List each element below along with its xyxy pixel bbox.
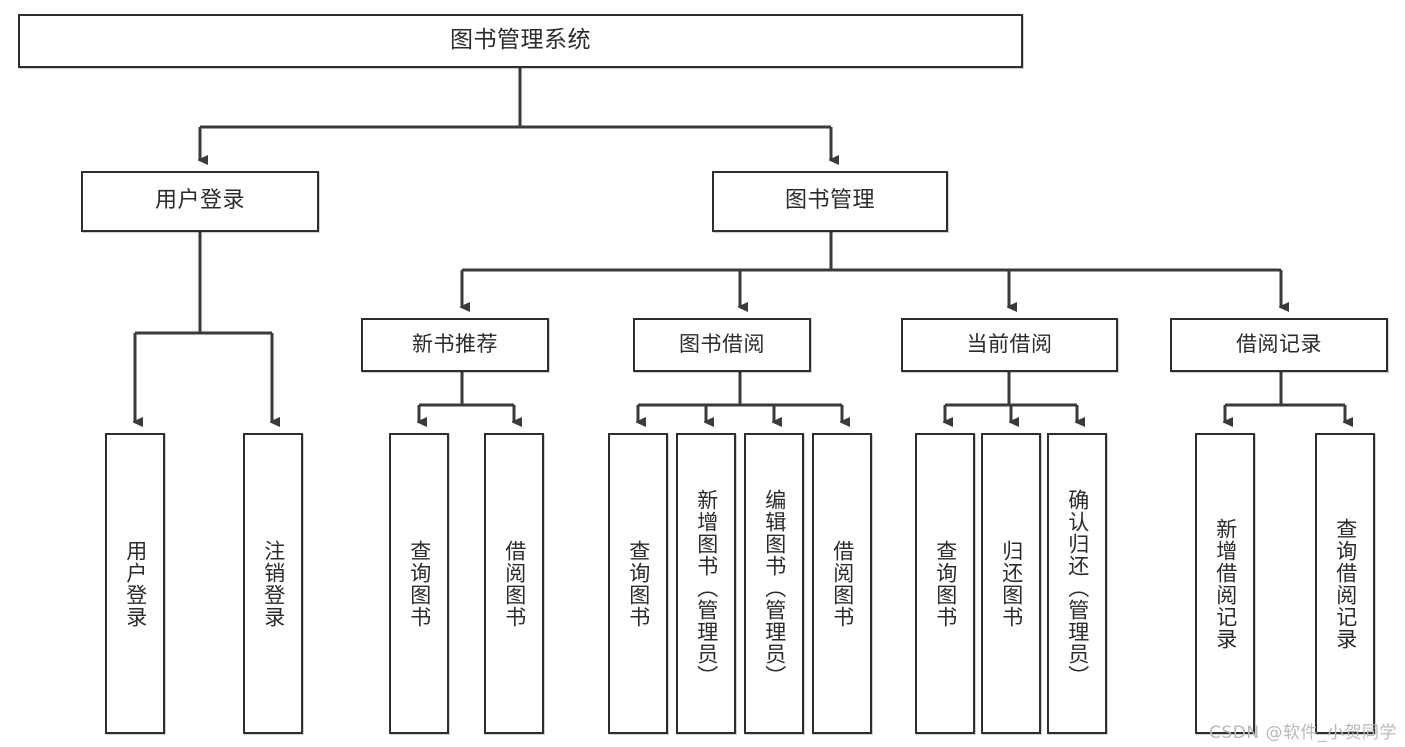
node-leaf-borrow-book-rec[interactable]: 借阅图书 (484, 433, 544, 734)
node-leaf-borrow-book-label: 借阅图书 (830, 539, 855, 628)
node-new-book-recommend[interactable]: 新书推荐 (361, 318, 549, 372)
node-leaf-query-book-label: 查询图书 (626, 539, 651, 628)
node-leaf-add-record[interactable]: 新增借阅记录 (1195, 433, 1255, 734)
node-leaf-edit-book[interactable]: 编辑图书（管理员） (744, 433, 804, 734)
node-leaf-return-book[interactable]: 归还图书 (981, 433, 1041, 734)
node-leaf-query-record-label: 查询借阅记录 (1333, 517, 1358, 650)
node-leaf-query-book-cur-label: 查询图书 (933, 539, 958, 628)
node-leaf-borrow-book-rec-label: 借阅图书 (502, 539, 527, 628)
node-book-borrow[interactable]: 图书借阅 (633, 318, 811, 372)
node-leaf-query-record[interactable]: 查询借阅记录 (1315, 433, 1375, 734)
node-new-book-recommend-label: 新书推荐 (412, 332, 498, 357)
node-book-borrow-label: 图书借阅 (679, 332, 765, 357)
node-leaf-user-login[interactable]: 用户登录 (105, 433, 165, 734)
node-current-borrow[interactable]: 当前借阅 (901, 318, 1118, 372)
node-leaf-add-record-label: 新增借阅记录 (1213, 517, 1238, 650)
node-borrow-record[interactable]: 借阅记录 (1170, 318, 1388, 372)
node-book-manage-label: 图书管理 (784, 188, 875, 214)
node-leaf-confirm-return[interactable]: 确认归还（管理员） (1047, 433, 1107, 734)
node-current-borrow-label: 当前借阅 (966, 332, 1053, 357)
node-user-login[interactable]: 用户登录 (81, 171, 319, 232)
node-leaf-query-book-rec[interactable]: 查询图书 (389, 433, 449, 734)
node-root-label: 图书管理系统 (450, 27, 591, 54)
node-leaf-return-book-label: 归还图书 (999, 539, 1024, 628)
node-leaf-query-book-cur[interactable]: 查询图书 (915, 433, 975, 734)
node-leaf-borrow-book[interactable]: 借阅图书 (812, 433, 872, 734)
node-book-manage[interactable]: 图书管理 (712, 171, 948, 232)
node-leaf-add-book[interactable]: 新增图书（管理员） (676, 433, 736, 734)
node-leaf-confirm-return-label: 确认归还（管理员） (1065, 488, 1090, 687)
node-leaf-logout[interactable]: 注销登录 (243, 433, 303, 734)
node-leaf-add-book-label: 新增图书（管理员） (694, 488, 719, 687)
node-leaf-query-book[interactable]: 查询图书 (608, 433, 668, 734)
node-borrow-record-label: 借阅记录 (1236, 332, 1322, 357)
node-leaf-logout-label: 注销登录 (261, 539, 286, 628)
node-leaf-edit-book-label: 编辑图书（管理员） (762, 488, 787, 687)
watermark: CSDN @软件_小贺同学 (1209, 723, 1397, 743)
node-leaf-query-book-rec-label: 查询图书 (407, 539, 432, 628)
node-leaf-user-login-label: 用户登录 (123, 539, 148, 628)
node-user-login-label: 用户登录 (154, 188, 245, 214)
node-root[interactable]: 图书管理系统 (18, 14, 1023, 68)
